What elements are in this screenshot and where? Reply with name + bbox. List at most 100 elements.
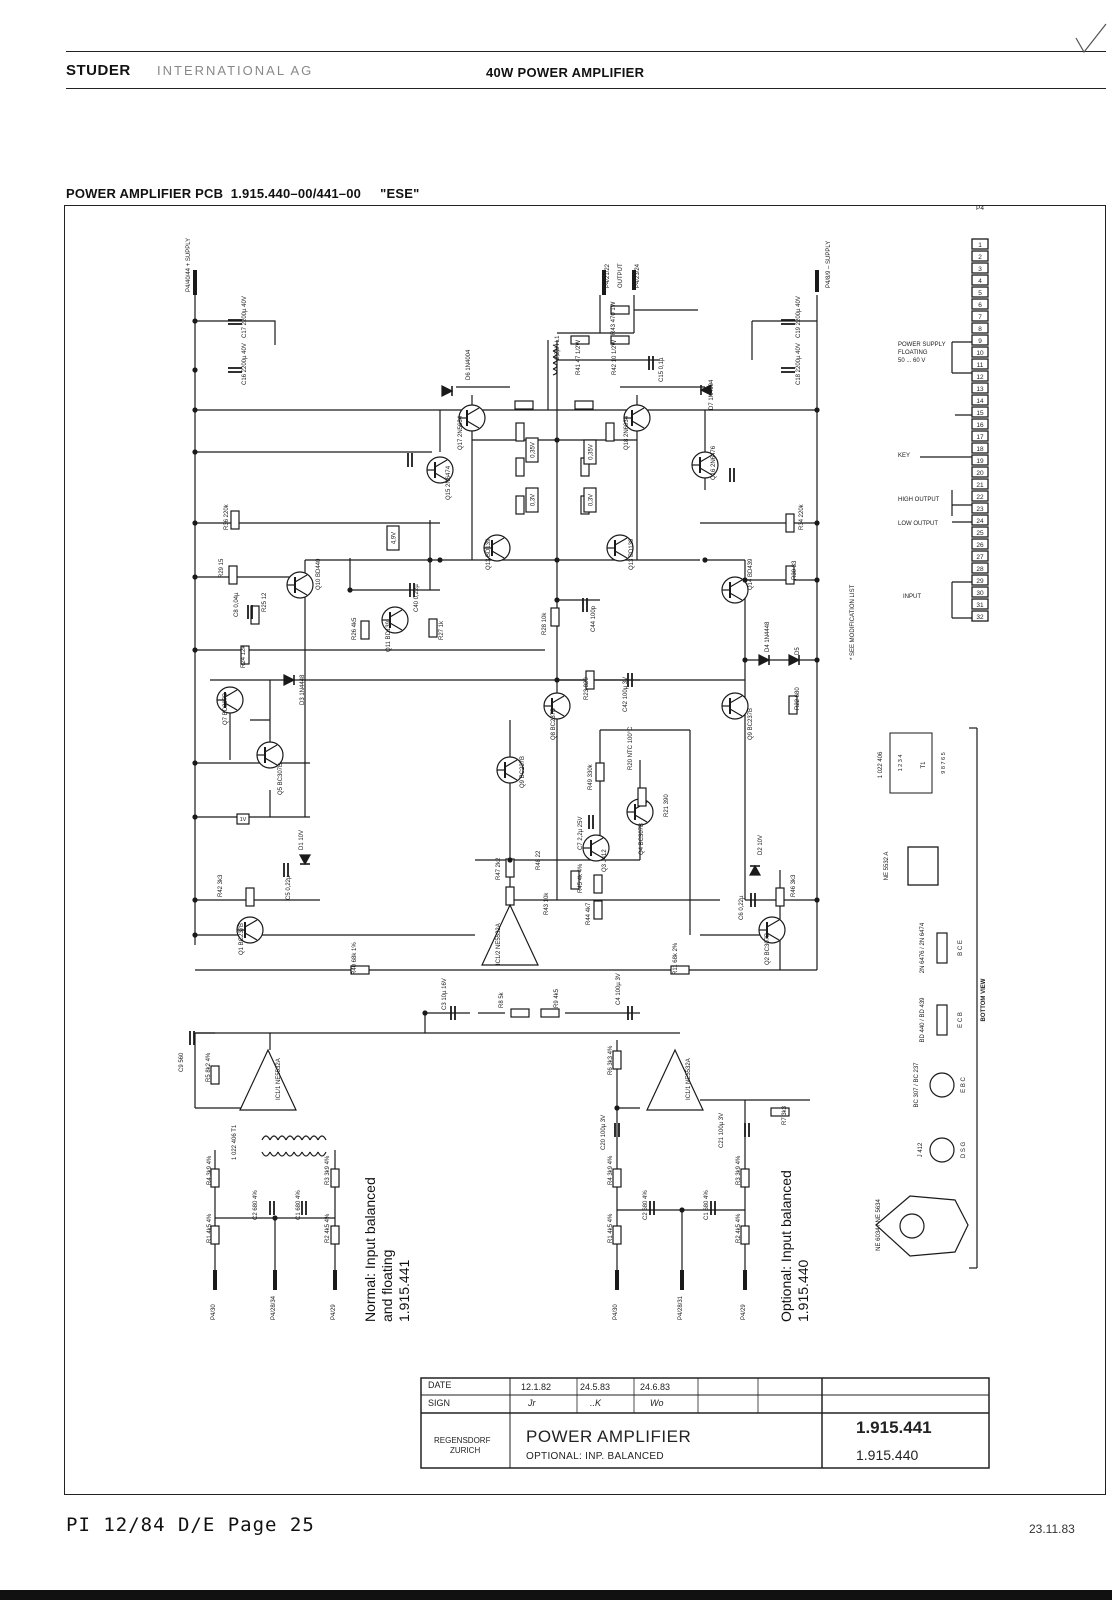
component-label: C7 2,2µ 25V	[578, 817, 584, 850]
connector-pin	[971, 538, 989, 550]
component-label: C1 680 4%	[296, 1190, 302, 1220]
junction-dot	[192, 407, 198, 413]
pkg3-outline	[929, 1072, 955, 1098]
resistor	[637, 787, 647, 807]
junction-dot	[814, 897, 820, 903]
component-label: C2 680 4%	[643, 1190, 649, 1220]
transistor	[264, 757, 278, 766]
connector-pin	[971, 394, 989, 406]
diode	[788, 654, 801, 666]
junction-dot	[347, 587, 353, 593]
package-label: T1	[921, 761, 927, 769]
component-label: R8 5k	[499, 991, 505, 1008]
component-label: R44 4k7	[586, 902, 592, 925]
t1-package-outline	[889, 732, 933, 794]
component-label: Q4 BC307B	[639, 823, 645, 855]
resistor	[612, 1050, 622, 1070]
connector-pin	[971, 514, 989, 526]
voltage-box	[583, 487, 597, 513]
connector-pin	[971, 382, 989, 394]
connector-pin	[971, 526, 989, 538]
junction-dot	[742, 657, 748, 663]
connector-label: KEY	[898, 453, 910, 459]
pkg4-outline	[929, 1137, 955, 1163]
connector-pin	[971, 478, 989, 490]
brand-name: STUDER	[66, 62, 131, 79]
connector-pin	[971, 298, 989, 310]
component-label: Q17 2N5634	[458, 415, 464, 450]
component-label: D7 1N4004	[709, 379, 715, 410]
transistor	[504, 772, 518, 781]
component-label: R7 3k3	[782, 1105, 788, 1125]
transformer	[277, 1135, 287, 1141]
resistor	[570, 335, 590, 345]
bottom-view-label: BOTTOM VIEW	[981, 978, 987, 1021]
component-label: * SEE MODIFICATION LIST	[850, 584, 856, 660]
resistor	[350, 965, 370, 975]
component-label: Q16 2N6476	[711, 445, 717, 480]
tb-location-1: REGENSDORF	[434, 1436, 491, 1445]
connector-pin	[971, 334, 989, 346]
voltage-box	[525, 487, 539, 513]
transformer	[261, 1151, 271, 1157]
diode	[758, 654, 771, 666]
package-pins: E B C	[961, 1076, 967, 1092]
inductor	[552, 350, 558, 358]
connector-label: HIGH OUTPUT	[898, 497, 940, 503]
resistor	[785, 513, 795, 533]
connector-pin-number: 20	[976, 470, 984, 477]
component-label: C9 560	[179, 1052, 185, 1072]
component-label: C17 2200µ 40V	[242, 296, 248, 338]
junction-dot	[814, 577, 820, 583]
transformer	[269, 1151, 279, 1157]
footer-date: 23.11.83	[1029, 1522, 1075, 1536]
connector-pin	[971, 490, 989, 502]
component-label: C1 680 4%	[704, 1190, 710, 1220]
diode	[699, 384, 712, 396]
resistor	[210, 1065, 220, 1085]
component-label: C2 680 4%	[253, 1190, 259, 1220]
connector-pin-number: 1	[978, 242, 982, 249]
component-label: P4/28/31	[678, 1295, 684, 1320]
connector-pin-number: 11	[977, 362, 984, 369]
resistor	[330, 1168, 340, 1188]
transistor	[766, 919, 780, 928]
resistor	[240, 645, 250, 665]
resistor	[550, 607, 560, 627]
transistor	[631, 407, 645, 416]
junction-dot	[702, 557, 708, 563]
component-label: R23 820	[584, 677, 590, 700]
component-label: P4/28/34	[271, 1295, 277, 1320]
junction-dot	[192, 647, 198, 653]
transistor	[389, 609, 403, 618]
schematic-frame	[64, 205, 1106, 1495]
schematic-wires	[194, 295, 978, 1290]
transformer	[309, 1151, 319, 1157]
connector-pin	[971, 418, 989, 430]
connector-label: INPUT	[903, 594, 921, 600]
connector-pin	[971, 286, 989, 298]
tb-location-2: ZURICH	[450, 1446, 481, 1455]
component-label: Q18 2N6034	[624, 415, 630, 450]
transistor	[434, 472, 448, 481]
package-label: BC 307 / BC 237	[914, 1062, 920, 1108]
component-label: 0,35V	[531, 442, 537, 458]
connector-pin	[971, 262, 989, 274]
document-title: 40W POWER AMPLIFIER	[486, 65, 645, 80]
transformer	[261, 1135, 271, 1141]
connector-label: LOW OUTPUT	[898, 521, 938, 527]
transformer	[269, 1135, 279, 1141]
component-label: R29 15	[219, 558, 225, 578]
connector-pin-number: 28	[976, 566, 984, 573]
package-label: 2N 6476 / 2N 6474	[920, 922, 926, 973]
component-label: R40 68k 1%	[352, 942, 358, 975]
component-label: C6 0,22µ	[739, 895, 745, 920]
component-label: D3 1N4448	[300, 674, 306, 705]
component-label: R9 4k5	[554, 988, 560, 1008]
connector-pin	[971, 406, 989, 418]
connector-pin-number: 4	[978, 278, 982, 285]
tb-date-2: 24.5.83	[580, 1382, 611, 1392]
component-label: R1 4k5 4%	[608, 1213, 614, 1243]
connector-pin-number: 7	[978, 314, 982, 321]
header-bottom-rule	[66, 88, 1106, 89]
